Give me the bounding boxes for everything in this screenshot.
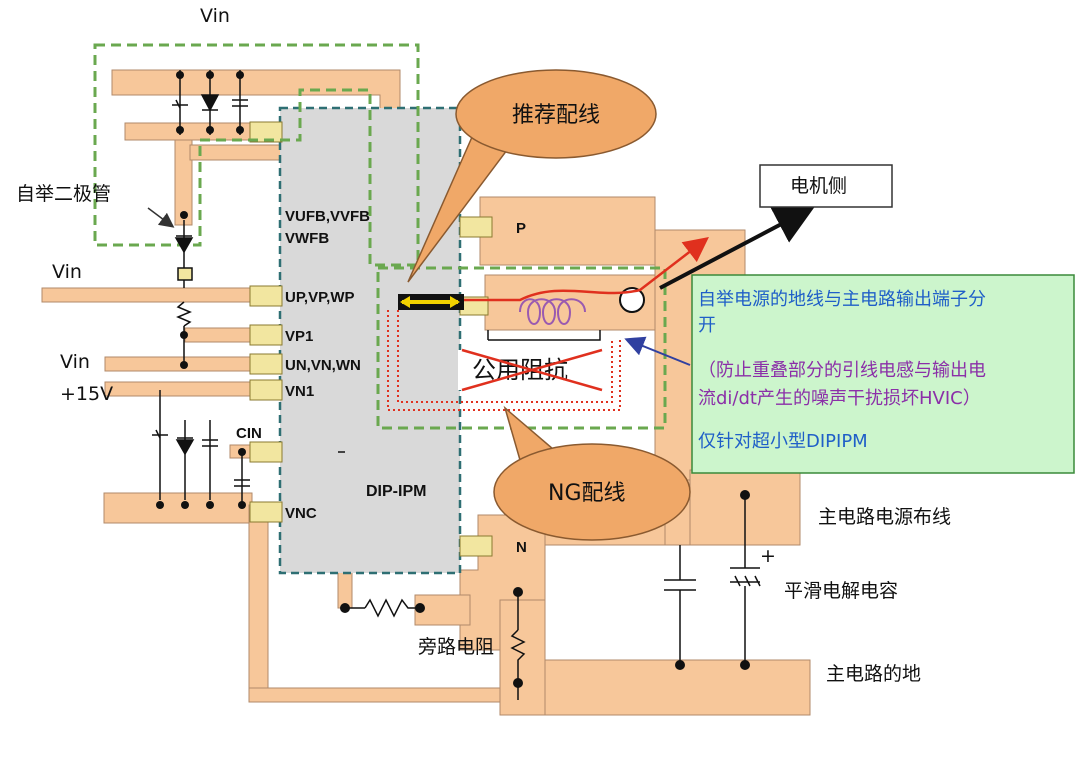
pin-vwfb: VWFB	[285, 230, 329, 247]
dip-ipm-module	[278, 106, 462, 575]
svg-text:NG配线: NG配线	[548, 481, 626, 506]
pin-n: N	[516, 539, 527, 556]
pin-vnc: VNC	[285, 505, 317, 522]
note-line1: 自举电源的地线与主电路输出端子分	[698, 289, 986, 310]
output-terminal-icon	[619, 287, 645, 313]
callout-ng: NG配线	[493, 405, 691, 541]
label-vin-left2: Vin	[60, 351, 90, 373]
note-line2: 开	[698, 315, 716, 336]
label-bypass-resistor: 旁路电阻	[418, 636, 494, 658]
red-dotted-ng-path	[387, 310, 621, 411]
label-bootstrap-diode: 自举二极管	[16, 183, 111, 205]
brace-icon	[487, 330, 601, 341]
note-line4: 流di/dt产生的噪声干扰损坏HVIC）	[698, 388, 981, 409]
label-smoothing-cap: 平滑电解电容	[784, 580, 898, 602]
svg-text:公用阻抗: 公用阻抗	[472, 356, 568, 384]
green-dashed-regions	[93, 43, 667, 430]
label-main-ground: 主电路的地	[826, 663, 921, 685]
current-path-arrow	[464, 236, 709, 302]
pin-cin: CIN	[236, 425, 262, 442]
note-line3: （防止重叠部分的引线电感与输出电	[698, 360, 986, 381]
pin-up: UP,VP,WP	[285, 289, 354, 306]
pin-vn1: VN1	[285, 383, 314, 400]
label-vin-left1: Vin	[52, 261, 82, 283]
note-box: 自举电源的地线与主电路输出端子分 开 （防止重叠部分的引线电感与输出电 流di/…	[691, 274, 1075, 474]
module-label: DIP-IPM	[366, 483, 426, 500]
bootstrap-components	[152, 70, 761, 700]
label-main-power-wiring: 主电路电源布线	[818, 506, 951, 528]
svg-text:电机侧: 电机侧	[790, 175, 847, 197]
pin-vufb: VUFB,VVFB	[285, 208, 370, 225]
label-vin-top: Vin	[200, 5, 230, 27]
junction-dots	[156, 71, 750, 688]
common-impedance-crossed: 公用阻抗	[458, 348, 608, 392]
pin-vp1: VP1	[285, 328, 313, 345]
pin-p: P	[516, 220, 526, 237]
label-15v: +15V	[60, 383, 113, 405]
pin-un: UN,VN,WN	[285, 357, 361, 374]
svg-text:推荐配线: 推荐配线	[512, 103, 600, 128]
module-pin-pads	[249, 121, 493, 557]
note-pointer-arrow	[624, 336, 691, 366]
motor-arrow	[659, 206, 816, 290]
bootstrap-arrow	[147, 207, 175, 228]
callout-recommended: 推荐配线	[407, 69, 657, 283]
note-line5: 仅针对超小型DIPIPM	[698, 431, 868, 452]
label-plus: +	[760, 545, 776, 567]
output-coil	[519, 298, 586, 325]
motor-side-box: 电机侧	[759, 164, 893, 208]
